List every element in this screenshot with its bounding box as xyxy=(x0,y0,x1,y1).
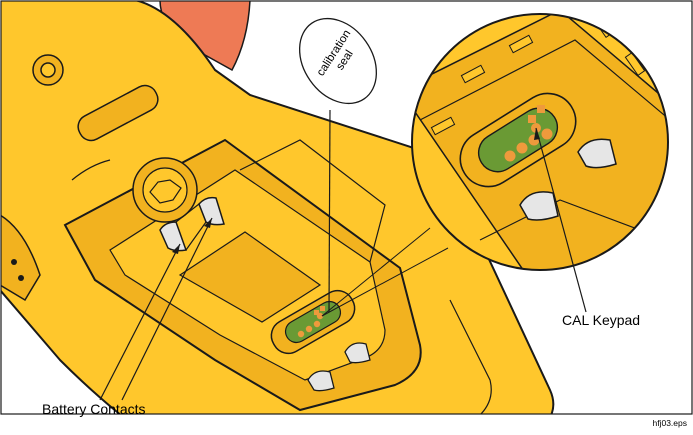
screw-boss xyxy=(33,55,63,85)
cal-keypad-label: CAL Keypad xyxy=(562,312,640,328)
calibration-seal-callout: calibration seal xyxy=(300,22,376,100)
battery-contacts-label: Battery Contacts xyxy=(42,401,146,417)
calibration-seal-label: calibration seal xyxy=(308,18,371,96)
file-name-label: hfj03.eps xyxy=(653,418,688,428)
